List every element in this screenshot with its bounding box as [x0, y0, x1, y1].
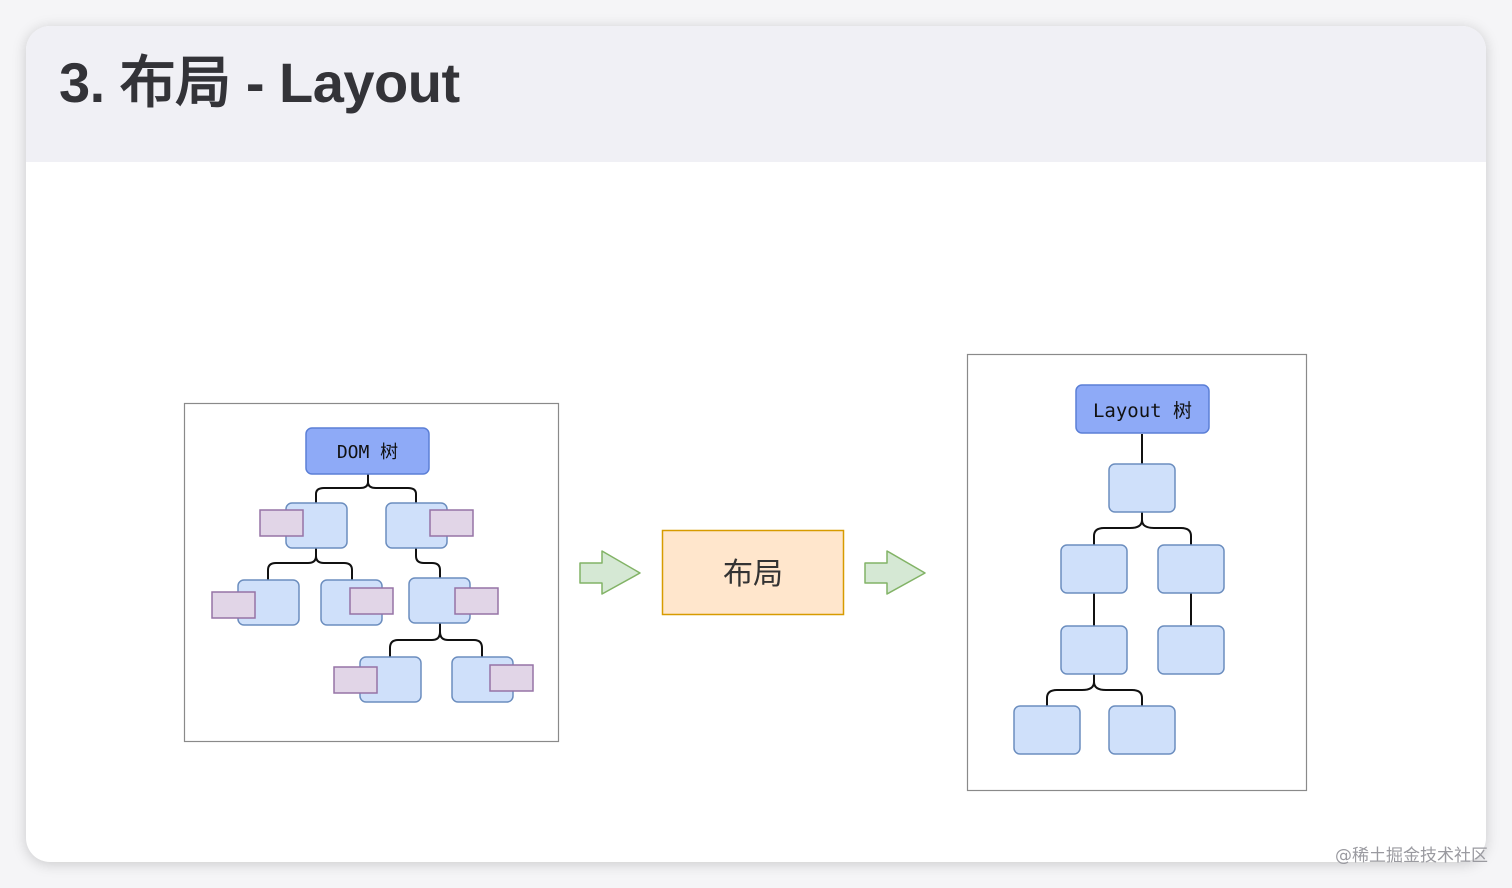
layout-node [1108, 463, 1176, 513]
dom-edge [315, 555, 353, 580]
dom-tree-connectors [267, 474, 483, 657]
layout-node [1060, 544, 1128, 594]
dom-attribute-tag [333, 666, 378, 694]
watermark: @稀土掘金技术社区 [1335, 846, 1488, 866]
layout-process-label: 布局 [723, 557, 783, 592]
layout-edge [1093, 681, 1143, 706]
slide-header: 3. 布局 - Layout [26, 26, 1486, 162]
layout-node [1157, 625, 1225, 675]
dom-attribute-tag [349, 587, 394, 615]
layout-tree-root-box [1075, 384, 1210, 434]
layout-edge [1046, 674, 1095, 706]
dom-edge [415, 548, 441, 578]
dom-edge [367, 481, 417, 503]
dom-tree-root-box [305, 427, 430, 475]
layout-node [1157, 544, 1225, 594]
layout-tree-root: Layout 树 [1075, 384, 1210, 434]
layout-tree-root-label: Layout 树 [1093, 400, 1192, 422]
layout-node [1108, 705, 1176, 755]
dom-attribute-tag [259, 509, 304, 537]
dom-attribute-tag [454, 587, 499, 615]
dom-tree-root-label: DOM 树 [337, 442, 398, 463]
dom-attribute-tag [429, 509, 474, 537]
layout-node [1060, 625, 1128, 675]
dom-tree-root: DOM 树 [305, 427, 430, 475]
dom-edge [439, 631, 483, 657]
dom-attribute-tag [211, 591, 256, 619]
slide-title: 3. 布局 - Layout [59, 51, 460, 114]
layout-edge [1093, 512, 1143, 545]
right-arrow-icon [579, 550, 641, 595]
right-arrow-icon [864, 550, 926, 595]
layout-process-rect [661, 529, 845, 616]
dom-attribute-tag [489, 664, 534, 692]
layout-node [1013, 705, 1081, 755]
layout-edge [1141, 519, 1192, 545]
layout-process-box: 布局 [661, 529, 845, 616]
layout-tree-connectors [1046, 434, 1192, 706]
